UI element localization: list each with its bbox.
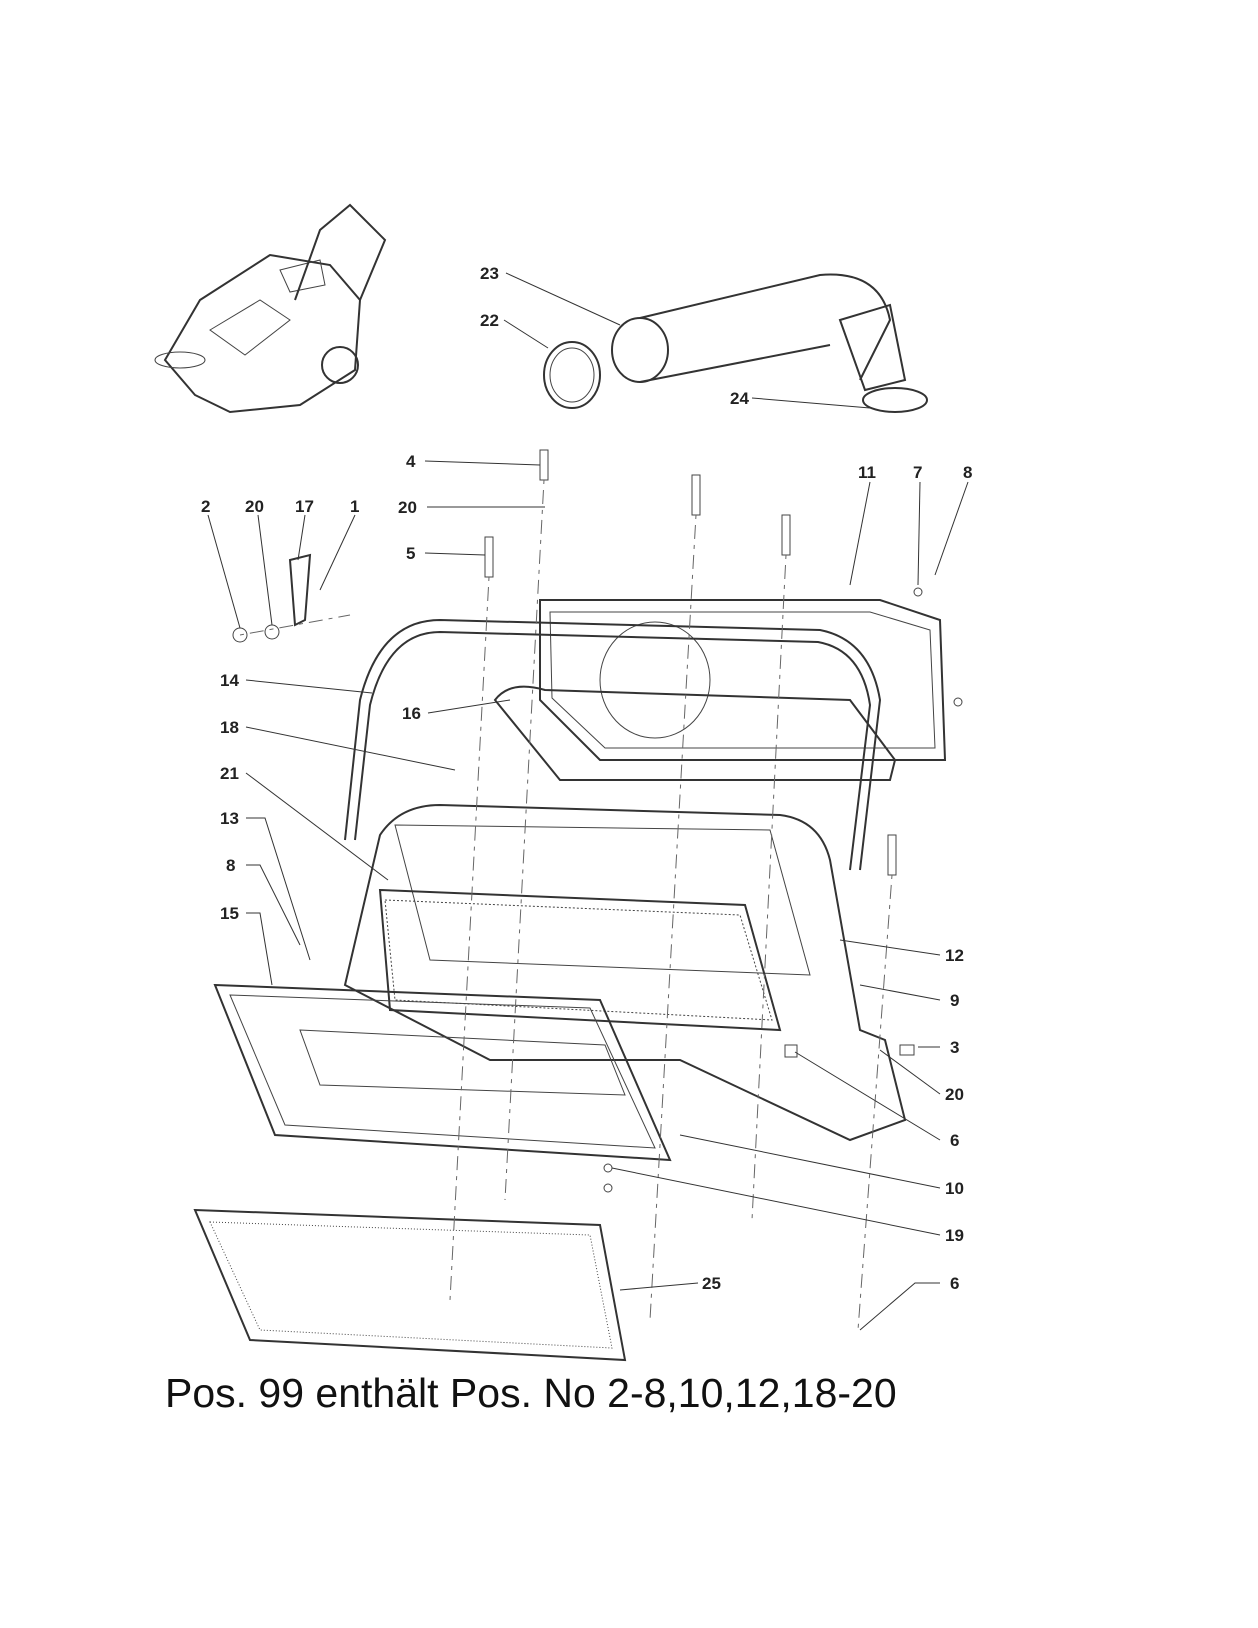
filter-tray	[213, 983, 672, 1162]
label-25: 25	[702, 1274, 721, 1293]
fasteners	[232, 449, 963, 1193]
frames	[344, 599, 947, 871]
mesh-panel	[193, 1208, 627, 1362]
label-12: 12	[945, 946, 964, 965]
assembly-axes	[239, 479, 893, 1331]
label-5: 5	[406, 544, 415, 563]
label-13: 13	[220, 809, 239, 828]
label-2: 2	[201, 497, 210, 516]
label-6: 6	[950, 1274, 959, 1293]
label-6: 6	[950, 1131, 959, 1150]
label-8: 8	[226, 856, 235, 875]
label-17: 17	[295, 497, 314, 516]
label-23: 23	[480, 264, 499, 283]
filter-housing	[343, 803, 907, 1142]
label-20: 20	[945, 1085, 964, 1104]
parts-caption: Pos. 99 enthält Pos. No 2-8,10,12,18-20	[165, 1370, 897, 1416]
part-number-labels: 23 22 24 4 20 5 2 20 17 1 11 7 8 14 16 1…	[201, 264, 972, 1293]
label-3: 3	[950, 1038, 959, 1057]
label-14: 14	[220, 671, 239, 690]
label-18: 18	[220, 718, 239, 737]
label-10: 10	[945, 1179, 964, 1198]
label-22: 22	[480, 311, 499, 330]
pleated-filter	[378, 888, 782, 1032]
label-7: 7	[913, 463, 922, 482]
label-4: 4	[406, 452, 416, 471]
label-15: 15	[220, 904, 239, 923]
label-16: 16	[402, 704, 421, 723]
label-1: 1	[350, 497, 359, 516]
label-24: 24	[730, 389, 749, 408]
label-9: 9	[950, 991, 959, 1010]
label-8: 8	[963, 463, 972, 482]
label-21: 21	[220, 764, 239, 783]
label-20: 20	[398, 498, 417, 517]
label-20: 20	[245, 497, 264, 516]
intake-pipe	[543, 273, 928, 413]
sweeper-machine-thumbnail	[154, 203, 387, 414]
label-11: 11	[858, 463, 876, 482]
leader-lines	[207, 272, 969, 1331]
label-19: 19	[945, 1226, 964, 1245]
